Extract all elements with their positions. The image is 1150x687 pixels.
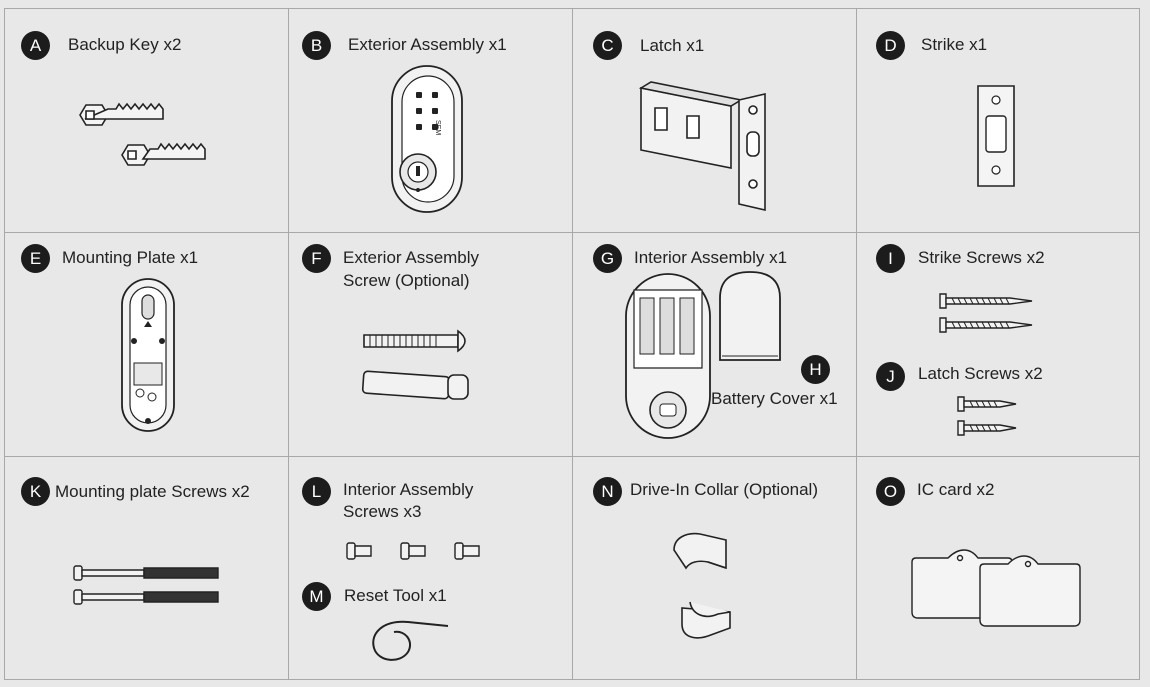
part-label-l-line2: Screws x3 <box>343 502 422 521</box>
latch-illustration <box>635 78 785 208</box>
mounting-plate-screws-illustration <box>72 562 222 612</box>
part-label-f-line2: Screw (Optional) <box>343 271 470 290</box>
interior-assembly-screws-illustration <box>345 540 485 562</box>
part-letter-m: M <box>302 582 331 611</box>
part-label-l-line1: Interior Assembly <box>343 480 474 499</box>
grid-divider <box>4 232 1140 233</box>
part-label-k: Mounting plate Screws x2 <box>55 482 250 501</box>
part-label-g: Interior Assembly x1 <box>634 248 788 267</box>
interior-assembly-illustration <box>620 268 795 443</box>
part-letter-b: B <box>302 31 331 60</box>
part-letter-a: A <box>21 31 50 60</box>
part-label-c: Latch x1 <box>640 36 705 55</box>
part-letter-j: J <box>876 362 905 391</box>
part-label-m: Reset Tool x1 <box>344 586 447 605</box>
part-letter-e: E <box>21 244 50 273</box>
part-letter-g: G <box>593 244 622 273</box>
part-letter-l: L <box>302 477 331 506</box>
part-letter-h: H <box>801 355 830 384</box>
part-label-d: Strike x1 <box>921 35 988 54</box>
grid-divider <box>4 456 1140 457</box>
part-letter-n: N <box>593 477 622 506</box>
part-letter-d: D <box>876 31 905 60</box>
part-letter-k: K <box>21 477 50 506</box>
part-label-i: Strike Screws x2 <box>918 248 1045 267</box>
part-label-b: Exterior Assembly x1 <box>348 35 507 54</box>
reset-tool-illustration <box>368 612 458 667</box>
part-label-n: Drive-In Collar (Optional) <box>630 480 818 499</box>
part-letter-c: C <box>593 31 622 60</box>
strike-screws-illustration <box>938 290 1038 338</box>
grid-divider <box>288 8 289 680</box>
drive-in-collar-illustration <box>668 528 743 653</box>
part-label-j: Latch Screws x2 <box>918 364 1043 383</box>
part-label-f-line1: Exterior Assembly <box>343 248 480 267</box>
part-label-e: Mounting Plate x1 <box>62 248 199 267</box>
grid-divider <box>572 8 573 680</box>
part-letter-i: I <box>876 244 905 273</box>
backup-key-illustration <box>72 85 222 195</box>
part-label-a: Backup Key x2 <box>68 35 182 54</box>
part-letter-o: O <box>876 477 905 506</box>
mounting-plate-illustration <box>118 275 178 435</box>
grid-divider <box>856 8 857 680</box>
ic-card-illustration <box>908 548 1088 628</box>
part-label-h: Battery Cover x1 <box>711 389 838 408</box>
part-letter-f: F <box>302 244 331 273</box>
exterior-assembly-screw-illustration <box>360 325 485 405</box>
keypad-brand-text: SEM <box>434 120 441 135</box>
strike-illustration <box>972 82 1022 192</box>
exterior-assembly-illustration: SEM <box>388 62 478 217</box>
latch-screws-illustration <box>956 395 1020 441</box>
part-label-o: IC card x2 <box>917 480 995 499</box>
